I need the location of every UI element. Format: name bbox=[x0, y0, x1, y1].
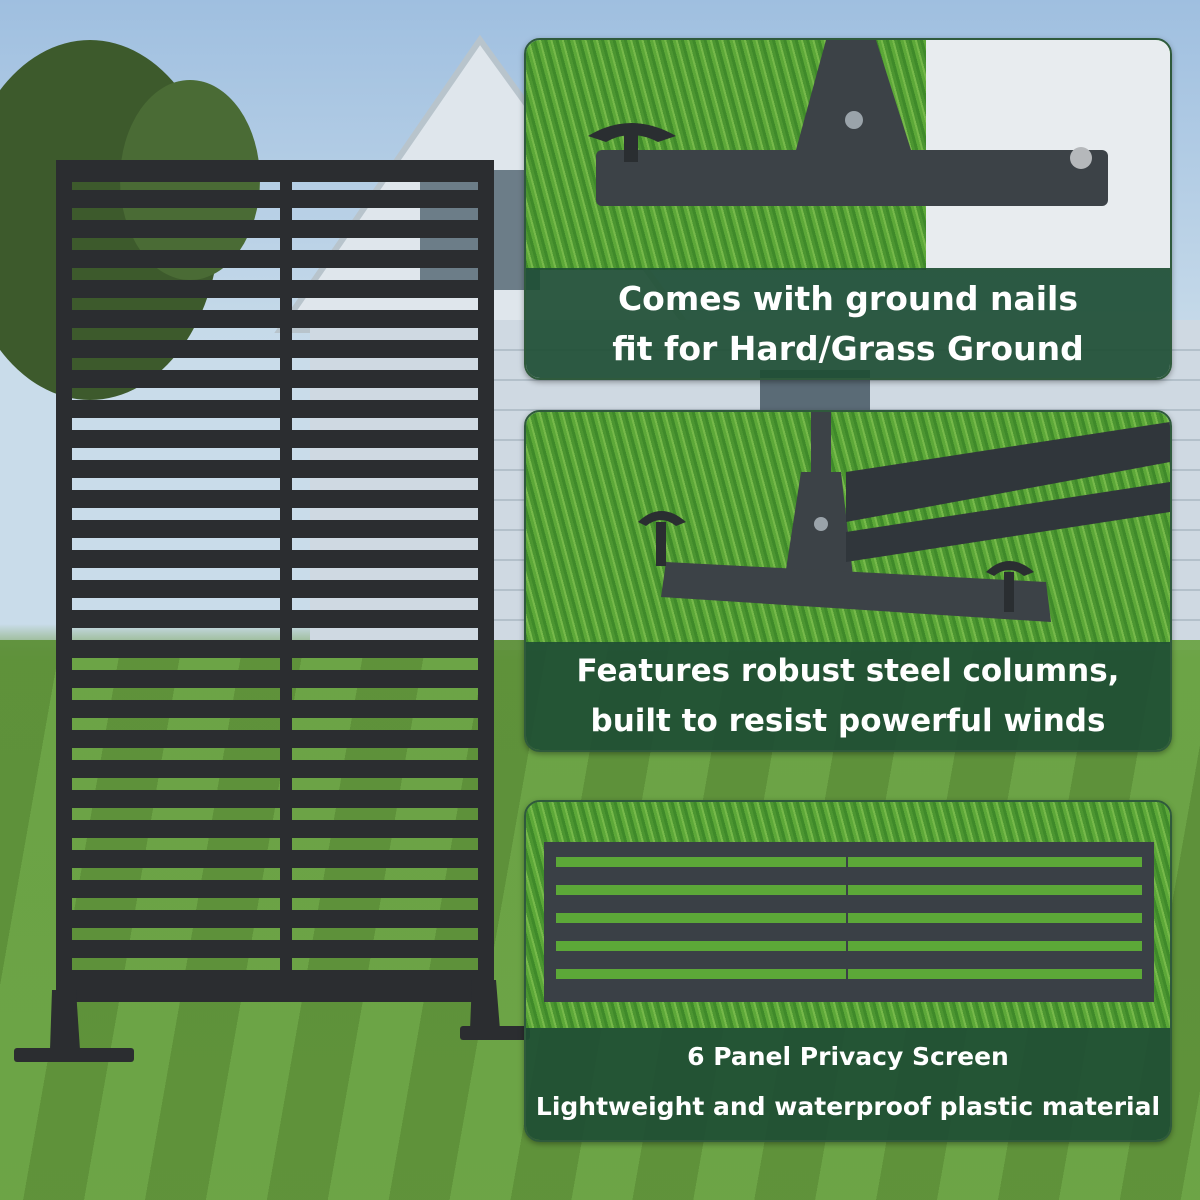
screen-slat bbox=[72, 670, 478, 688]
ground-nail-icon bbox=[588, 40, 1170, 270]
screen-slat bbox=[72, 280, 478, 298]
panel-slot bbox=[556, 969, 846, 979]
screen-slat bbox=[72, 460, 478, 478]
screen-slat bbox=[72, 190, 478, 208]
ground-nail-photo bbox=[526, 40, 1170, 270]
panel-slot bbox=[848, 913, 1142, 923]
screen-slat bbox=[72, 580, 478, 598]
feature-card-ground-nails: Comes with ground nails fit for Hard/Gra… bbox=[524, 38, 1172, 380]
privacy-screen-illustration bbox=[14, 160, 530, 1062]
screen-slat bbox=[72, 640, 478, 658]
screen-slat bbox=[72, 430, 478, 448]
caption-line: Features robust steel columns, bbox=[576, 653, 1120, 689]
steel-column-photo bbox=[526, 412, 1170, 644]
screen-slat bbox=[72, 250, 478, 268]
panel-slot bbox=[556, 913, 846, 923]
feature-caption: 6 Panel Privacy Screen Lightweight and w… bbox=[526, 1028, 1170, 1140]
screen-slat bbox=[72, 790, 478, 808]
panel-slot bbox=[556, 885, 846, 895]
screen-slat bbox=[72, 730, 478, 748]
screen-slat bbox=[72, 370, 478, 388]
feature-caption: Features robust steel columns, built to … bbox=[526, 642, 1170, 750]
screen-slat bbox=[72, 700, 478, 718]
screen-slat bbox=[72, 610, 478, 628]
caption-line: 6 Panel Privacy Screen bbox=[687, 1042, 1009, 1071]
caption-line: Comes with ground nails bbox=[617, 279, 1079, 318]
screen-slat bbox=[72, 940, 478, 958]
caption-line: Lightweight and waterproof plastic mater… bbox=[535, 1092, 1161, 1121]
feature-card-panel: 6 Panel Privacy Screen Lightweight and w… bbox=[524, 800, 1172, 1142]
panel-photo bbox=[526, 802, 1170, 1028]
screen-slat bbox=[72, 850, 478, 868]
panel-slot bbox=[556, 941, 846, 951]
screen-slat bbox=[72, 310, 478, 328]
screen-slat bbox=[72, 880, 478, 898]
panel-illustration bbox=[544, 842, 1154, 1002]
screen-slat bbox=[72, 340, 478, 358]
screen-slat bbox=[72, 760, 478, 778]
caption-line: fit for Hard/Grass Ground bbox=[612, 329, 1084, 368]
screen-slat bbox=[72, 520, 478, 538]
panel-slot bbox=[848, 857, 1142, 867]
screen-slat bbox=[72, 970, 478, 988]
screen-slat bbox=[72, 820, 478, 838]
screen-slat bbox=[72, 400, 478, 418]
screen-slat bbox=[72, 550, 478, 568]
panel-slot bbox=[848, 941, 1142, 951]
screen-slat bbox=[72, 910, 478, 928]
panel-slot bbox=[848, 969, 1142, 979]
caption-line: built to resist powerful winds bbox=[590, 703, 1106, 739]
feature-caption: Comes with ground nails fit for Hard/Gra… bbox=[526, 268, 1170, 378]
screen-slat bbox=[72, 490, 478, 508]
panel-slot bbox=[556, 857, 846, 867]
base-bracket-icon bbox=[638, 412, 1170, 622]
screen-slat bbox=[72, 220, 478, 238]
panel-slot bbox=[848, 885, 1142, 895]
feature-card-steel-columns: Features robust steel columns, built to … bbox=[524, 410, 1172, 752]
